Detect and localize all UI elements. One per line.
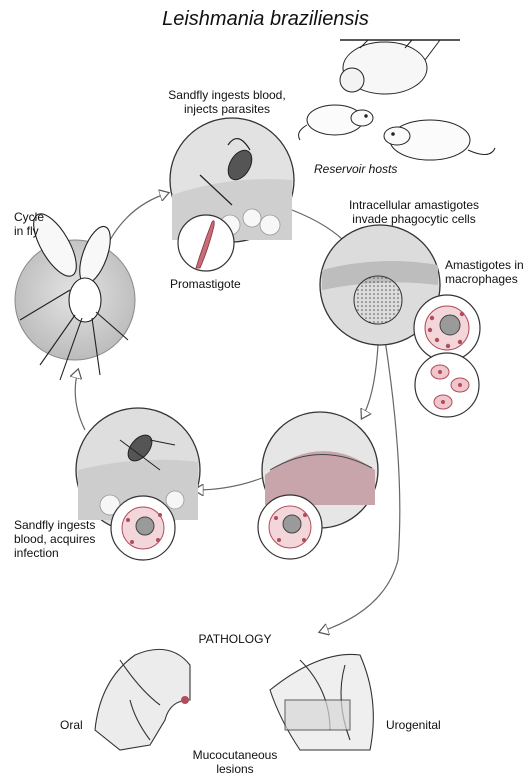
invasion-circle [319, 224, 441, 346]
label-sandfly-injects: Sandfly ingests blood, injects parasites [168, 88, 286, 116]
acquire-circle [75, 407, 201, 533]
label-sandfly-acquires: Sandfly ingests blood, acquires infectio… [14, 518, 96, 560]
fly-circle [14, 213, 136, 381]
macrophage-icon [424, 305, 470, 351]
rodent-icon [298, 104, 374, 141]
oral-illustration [94, 648, 191, 751]
label-mucocutaneous-lesions: Mucocutaneous lesions [192, 748, 278, 776]
label-oral: Oral [60, 718, 83, 732]
rat-icon [383, 119, 496, 161]
promastigote-icon [195, 220, 215, 269]
sandfly-icon [19, 213, 129, 381]
label-intracellular-amastigotes: Intracellular amastigotes invade phagocy… [348, 198, 480, 226]
reservoir-hosts-illustration [298, 39, 496, 161]
arrow-lesion-to-sandfly [195, 477, 263, 490]
arrow-fly-to-skin [109, 193, 168, 241]
acquire-macrophage-circle [110, 495, 176, 561]
arrow-to-pathology [320, 339, 401, 632]
arrow-sandfly-to-fly [75, 370, 86, 431]
sloth-icon [339, 39, 460, 95]
macrophage-circle-2 [414, 352, 480, 418]
promastigote-circle [177, 214, 235, 272]
cycle-arrows [75, 193, 401, 632]
label-cycle-in-fly: Cycle in fly [14, 210, 45, 238]
bite-circle [169, 117, 295, 243]
urogenital-illustration [269, 653, 374, 751]
diagram-title: Leishmania braziliensis [162, 8, 369, 30]
label-urogenital: Urogenital [386, 718, 441, 732]
label-promastigote: Promastigote [170, 277, 241, 291]
label-pathology: PATHOLOGY [198, 632, 272, 646]
macrophage-circle-1 [413, 294, 481, 362]
label-reservoir-hosts: Reservoir hosts [314, 162, 398, 176]
lesion-macrophage-circle [257, 494, 323, 560]
label-amastigotes-in-macrophages: Amastigotes in macrophages [445, 258, 524, 286]
arrow-amastigote-to-lesion [362, 344, 379, 418]
